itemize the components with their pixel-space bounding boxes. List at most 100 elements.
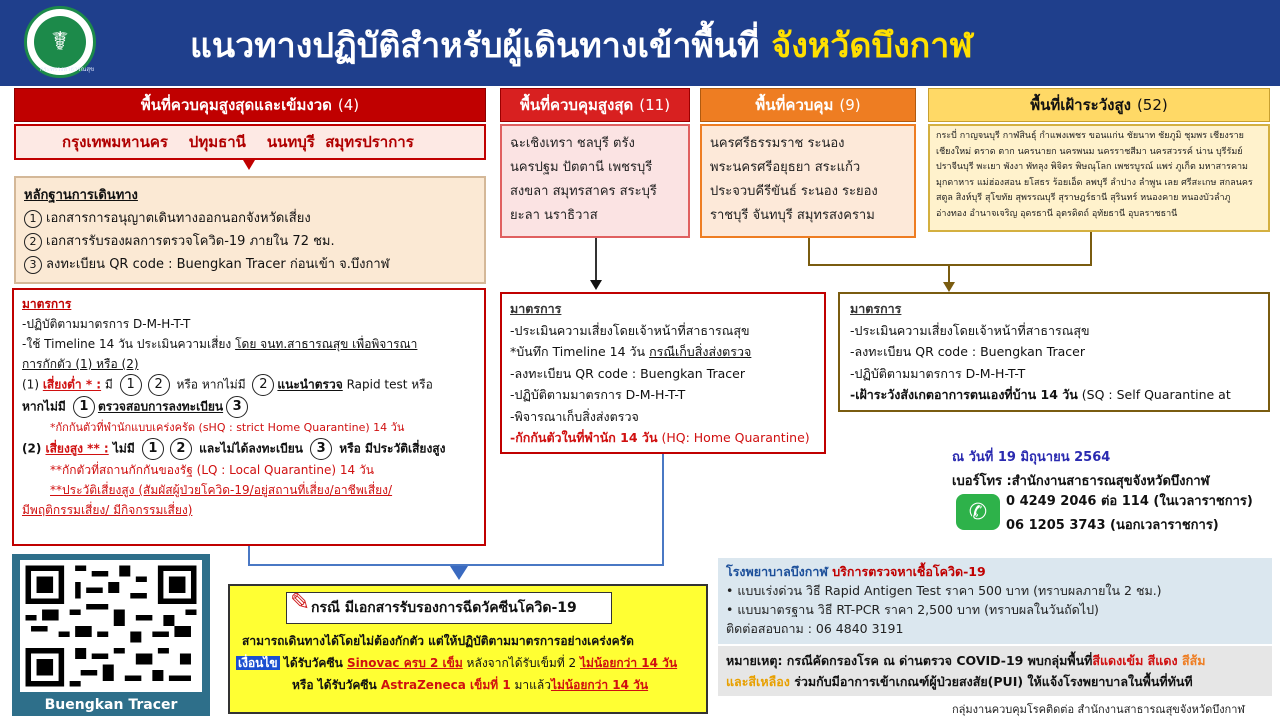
number-circle: 3 — [226, 396, 249, 418]
measure-line: -เฝ้าระวังสังเกตอาการตนเองที่บ้าน 14 วัน… — [850, 384, 1258, 410]
connector-line — [662, 454, 664, 566]
zone-label: พื้นที่ควบคุม — [755, 96, 834, 114]
measure-line: -ปฏิบัติตามมาตรการ D-M-H-T-T — [510, 387, 686, 402]
measure-text: ตรวจสอบการลงทะเบียน — [97, 399, 224, 414]
measures-strict-zone: มาตรการ -ปฏิบัติตามมาตรการ D-M-H-T-T -ใช… — [12, 288, 486, 546]
connector-line — [948, 264, 950, 284]
vaccine-line: หรือ ได้รับวัคซีน AstraZeneca เข็มที่ 1 … — [236, 674, 704, 696]
test-option-rapid: • แบบเร่งด่วน วิธี Rapid Antigen Test รา… — [726, 583, 1162, 598]
zone1-provinces: กรุงเทพมหานคร ปทุมธานี นนทบุรี สมุทรปราก… — [14, 124, 486, 160]
zone-header-max: พื้นที่ควบคุมสูงสุด (11) — [500, 88, 690, 122]
zone-header-watch: พื้นที่เฝ้าระวังสูง (52) — [928, 88, 1270, 122]
measure-text: มี — [101, 377, 117, 392]
zone-count: (52) — [1136, 96, 1168, 114]
arrow-down-icon — [243, 160, 255, 170]
zone-header-control: พื้นที่ควบคุม (9) — [700, 88, 916, 122]
number-circle: 2 — [169, 438, 192, 460]
connector-line — [248, 546, 250, 566]
measure-line: *บันทึก Timeline 14 วัน กรณีเก็บสิ่งส่งต… — [510, 341, 816, 363]
hospital-name: โรงพยาบาลบึงกาฬ — [726, 564, 833, 579]
number-circle: 1 — [119, 374, 142, 396]
issue-date: ณ วันที่ 19 มิถุนายน 2564 — [952, 450, 1111, 465]
measure-line: **ประวัติเสี่ยงสูง (สัมผัสผู้ป่วยโควิด-1… — [50, 483, 393, 497]
contact-info: ณ วันที่ 19 มิถุนายน 2564 เบอร์โทร :สำนั… — [952, 446, 1210, 494]
arrow-down-icon — [943, 282, 955, 292]
zone2-provinces: ฉะเชิงเทรา ชลบุรี ตรัง นครปฐม ปัตตานี เพ… — [500, 124, 690, 238]
evidence-item-1: 1 เอกสารการอนุญาตเดินทางออกนอกจังหวัดเสี่… — [24, 207, 476, 230]
qr-caption: Buengkan Tracer — [44, 697, 178, 713]
phone-office-hours[interactable]: 0 4249 2046 ต่อ 114 (ในเวลาราชการ) — [1006, 494, 1253, 509]
header-banner — [0, 0, 1280, 86]
test-option-rtpcr: • แบบมาตรฐาน วิธี RT-PCR ราคา 2,500 บาท … — [726, 602, 1099, 617]
zone-label: พื้นที่เฝ้าระวังสูง — [1030, 96, 1131, 114]
evidence-text: เอกสารรับรองผลการตรวจโควิด-19 ภายใน 72 ช… — [46, 234, 335, 249]
measure-text: (1) — [22, 377, 43, 392]
measure-line: มีพฤติกรรมเสี่ยง/ มีกิจกรรมเสี่ยง) — [22, 503, 193, 517]
measure-line: -ลงทะเบียน QR code : Buengkan Tracer — [510, 365, 745, 381]
number-circle: 2 — [147, 374, 170, 396]
number-circle: 1 — [72, 396, 95, 418]
measure-line: การกักตัว (1) หรือ (2) — [22, 357, 139, 371]
connector-line — [1090, 232, 1092, 266]
phone-after-hours[interactable]: 06 1205 3743 (นอกเวลาราชการ) — [1006, 518, 1219, 533]
vaccine-text: หรือ ได้รับวัคซีน — [292, 678, 381, 692]
measure-text: หากไม่มี — [22, 399, 70, 414]
evidence-text: เอกสารการอนุญาตเดินทางออกนอกจังหวัดเสี่ย… — [46, 211, 311, 226]
vaccine-text: AstraZeneca เข็มที่ 1 — [380, 678, 511, 692]
page-title: แนวทางปฏิบัติสำหรับผู้เดินทางเข้าพื้นที่… — [190, 18, 973, 72]
vaccine-conditions: สามารถเดินทางได้โดยไม่ต้องกักตัว แต่ให้ป… — [236, 630, 704, 696]
note-text: สีแดงเข้ม สีแดง — [1092, 653, 1178, 668]
condition-tag: เงื่อนไข — [236, 656, 280, 670]
qr-code-icon[interactable] — [20, 560, 202, 692]
zone4-provinces: กระบี่ กาญจนบุรี กาฬสินธุ์ กำแพงเพชร ขอน… — [928, 124, 1270, 232]
measure-line: -กักกันตัวในที่พำนัก 14 วัน (HQ: Home Qu… — [510, 427, 816, 449]
note-text: สีส้ม — [1177, 653, 1206, 668]
hospital-testing-info: โรงพยาบาลบึงกาฬ บริการตรวจหาเชื้อโควิด-1… — [718, 558, 1272, 644]
measures-max-zone: มาตรการ -ประเมินความเสี่ยงโดยเจ้าหน้าที่… — [500, 292, 826, 454]
high-risk-label: เสี่ยงสูง ** : — [45, 441, 109, 456]
vaccine-text: Sinovac ครบ 2 เข็ม — [346, 656, 463, 670]
phone-label: เบอร์โทร :สำนักงานสาธารณสุขจังหวัดบึงกาฬ — [952, 474, 1210, 489]
measure-text: *บันทึก Timeline 14 วัน — [510, 344, 650, 359]
zone-count: (4) — [337, 96, 360, 114]
arrow-down-icon — [450, 566, 468, 580]
measure-text: กรณีเก็บสิ่งส่งตรวจ — [649, 344, 752, 359]
measure-line: **กักตัวที่สถานกักกันของรัฐ (LQ : Local … — [50, 463, 374, 477]
vaccine-line: เงื่อนไข ได้รับวัคซีน Sinovac ครบ 2 เข็ม… — [236, 652, 704, 674]
number-circle: 1 — [24, 209, 42, 228]
connector-line — [808, 264, 1092, 266]
syringe-icon: ✎ — [290, 588, 311, 616]
measure-text: หรือ หากไม่มี — [172, 377, 250, 392]
phone-numbers: 0 4249 2046 ต่อ 114 (ในเวลาราชการ) 06 12… — [1006, 490, 1253, 538]
measures-heading: มาตรการ — [850, 301, 902, 316]
zone-label: พื้นที่ควบคุมสูงสุด — [519, 96, 634, 114]
measure-line: -พิจารณาเก็บสิ่งส่งตรวจ — [510, 408, 639, 424]
connector-line — [248, 564, 664, 566]
zone-count: (9) — [839, 96, 861, 114]
zone-label: พื้นที่ควบคุมสูงสุดและเข้มงวด — [140, 96, 332, 114]
measure-text: -เฝ้าระวังสังเกตอาการตนเองที่บ้าน 14 วัน — [850, 387, 1078, 402]
footer-credit: กลุ่มงานควบคุมโรคติดต่อ สำนักงานสาธารณสุ… — [952, 703, 1245, 716]
zone-count: (11) — [639, 96, 671, 114]
number-circle: 2 — [252, 374, 275, 396]
measure-text: -กักกันตัวในที่พำนัก 14 วัน — [510, 430, 658, 445]
measure-text: โดย จนท.สาธารณสุข เพื่อพิจารณา — [235, 337, 418, 351]
vaccine-text: ได้รับวัคซีน — [279, 656, 347, 670]
low-risk-label: เสี่ยงต่ำ * : — [42, 377, 102, 392]
ministry-logo: ☤ — [24, 6, 96, 78]
measure-text: ไม่มี — [108, 441, 139, 456]
measures-watch-zone: มาตรการ -ประเมินความเสี่ยงโดยเจ้าหน้าที่… — [838, 292, 1270, 412]
hospital-title: โรงพยาบาลบึงกาฬ บริการตรวจหาเชื้อโควิด-1… — [726, 562, 1264, 581]
connector-line — [808, 238, 810, 266]
connector-line — [595, 238, 597, 282]
measure-text: (HQ: Home Quarantine) — [657, 430, 810, 445]
vaccine-line: สามารถเดินทางได้โดยไม่ต้องกักตัว แต่ให้ป… — [242, 634, 634, 648]
measure-line: -ประเมินความเสี่ยงโดยเจ้าหน้าที่สาธารณสุ… — [850, 322, 1090, 338]
note-text: หมายเหตุ: กรณีคัดกรองโรค ณ ด่านตรวจ COVI… — [726, 653, 1093, 668]
zone-header-strict: พื้นที่ควบคุมสูงสุดและเข้มงวด (4) — [14, 88, 486, 122]
note-text: ร่วมกับมีอาการเข้าเกณฑ์ผู้ป่วยสงสัย(PUI)… — [789, 674, 1193, 689]
measure-text: (2) — [22, 441, 46, 456]
remark-note: หมายเหตุ: กรณีคัดกรองโรค ณ ด่านตรวจ COVI… — [718, 646, 1272, 696]
